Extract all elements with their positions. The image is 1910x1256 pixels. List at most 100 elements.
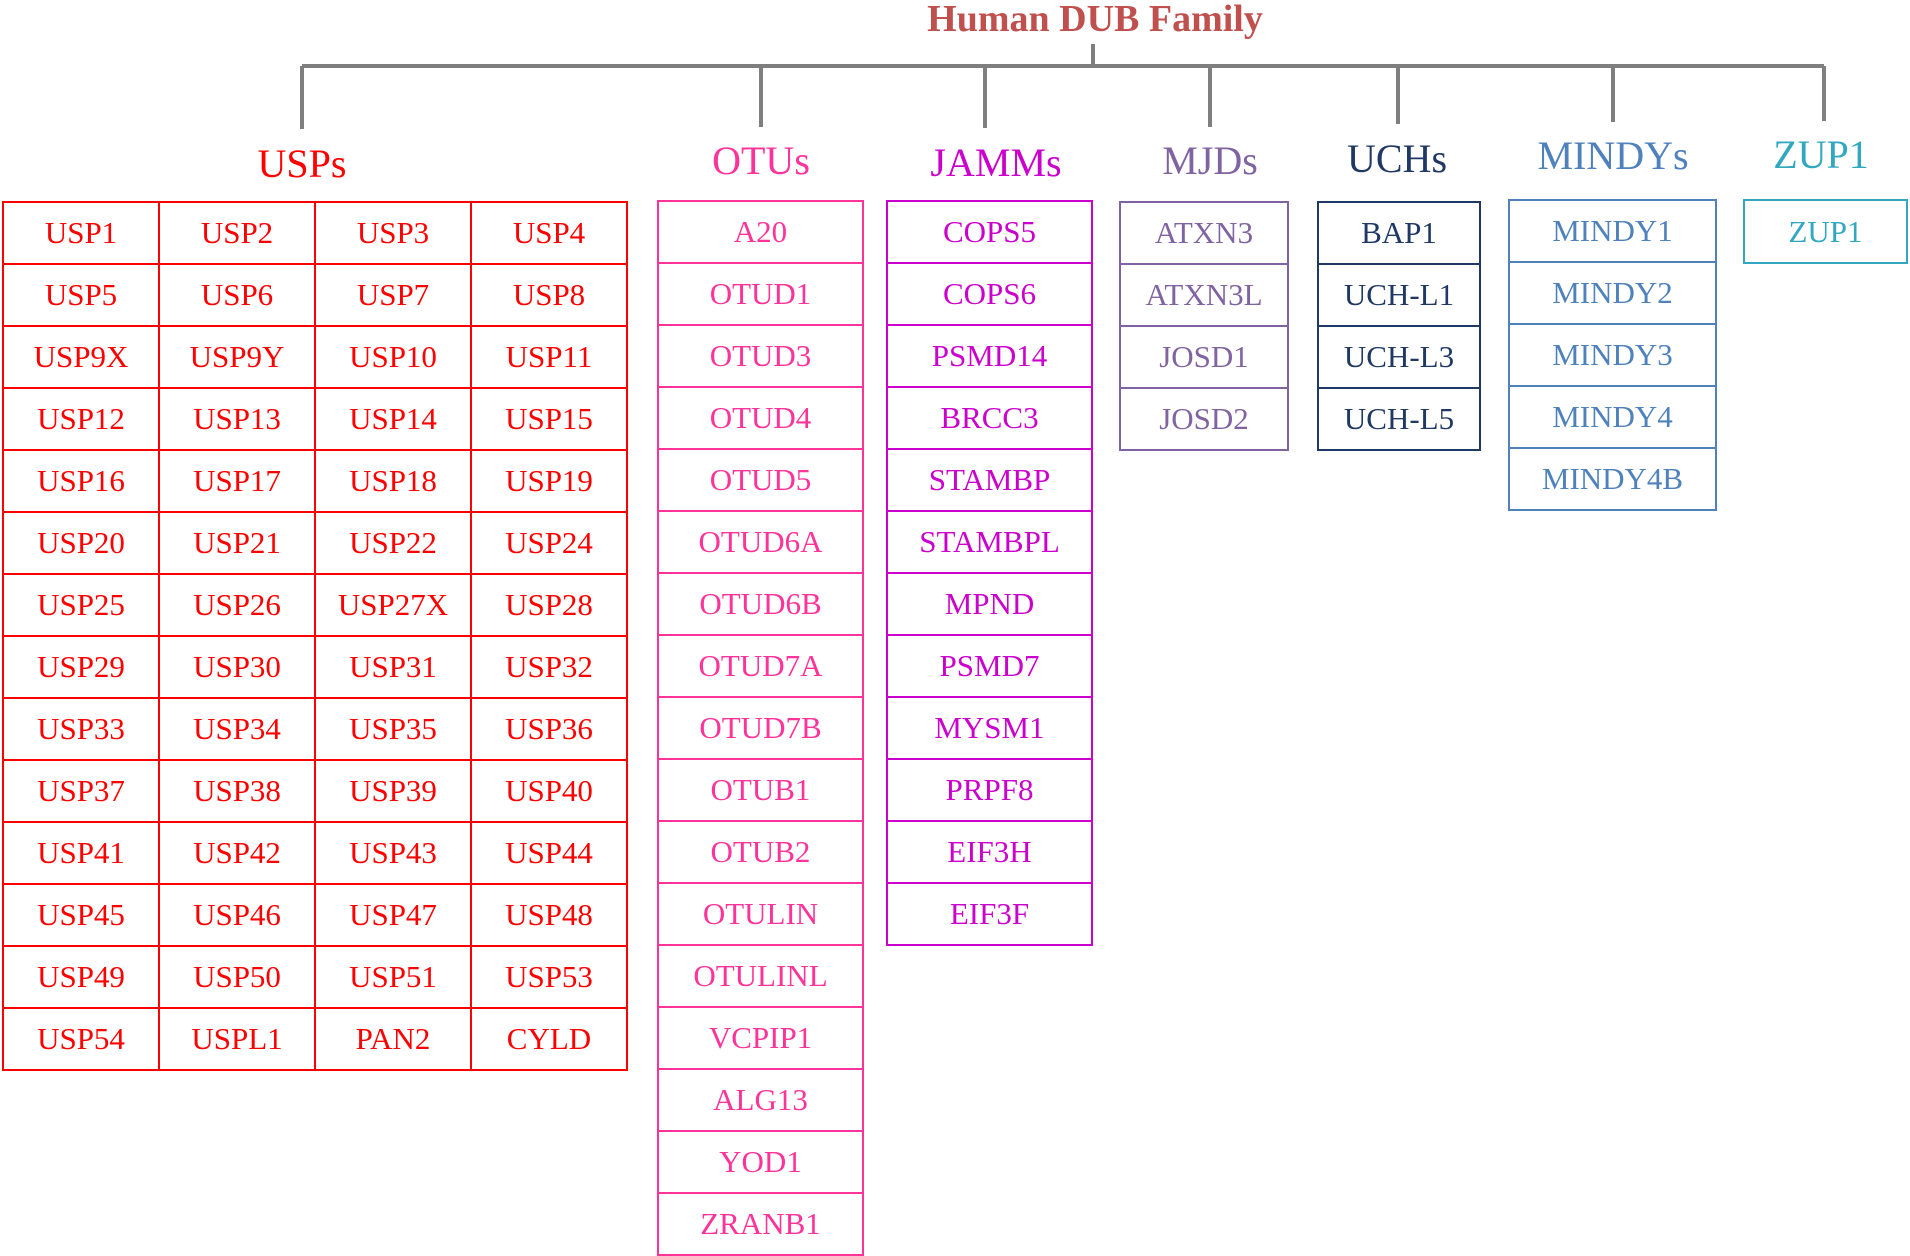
member-cell: USP41 xyxy=(4,823,160,885)
root-title: Human DUB Family xyxy=(927,0,1263,40)
member-cell: USP46 xyxy=(160,885,316,947)
family-title-jamms: JAMMs xyxy=(930,140,1062,185)
member-cell: OTUD6A xyxy=(659,512,864,574)
member-cell: USP50 xyxy=(160,947,316,1009)
member-cell: BAP1 xyxy=(1319,203,1481,265)
member-cell: JOSD1 xyxy=(1121,327,1289,389)
member-cell: USP17 xyxy=(160,451,316,513)
member-cell: USP14 xyxy=(316,389,472,451)
member-cell: USPL1 xyxy=(160,1009,316,1071)
member-cell: JOSD2 xyxy=(1121,389,1289,451)
member-cell: USP28 xyxy=(472,575,628,637)
member-cell: PAN2 xyxy=(316,1009,472,1071)
member-cell: OTUB1 xyxy=(659,760,864,822)
member-cell: OTULIN xyxy=(659,884,864,946)
member-cell: A20 xyxy=(659,202,864,264)
member-cell: EIF3F xyxy=(888,884,1093,946)
member-cell: OTUD5 xyxy=(659,450,864,512)
member-cell: ZUP1 xyxy=(1745,201,1908,264)
member-cell: ATXN3 xyxy=(1121,203,1289,265)
member-cell: OTUD6B xyxy=(659,574,864,636)
member-cell: USP5 xyxy=(4,265,160,327)
member-cell: ZRANB1 xyxy=(659,1194,864,1256)
member-cell: OTUD1 xyxy=(659,264,864,326)
member-cell: USP29 xyxy=(4,637,160,699)
member-cell: USP6 xyxy=(160,265,316,327)
member-cell: USP35 xyxy=(316,699,472,761)
member-cell: VCPIP1 xyxy=(659,1008,864,1070)
member-cell: USP9Y xyxy=(160,327,316,389)
member-cell: OTUB2 xyxy=(659,822,864,884)
member-cell: USP12 xyxy=(4,389,160,451)
member-cell: OTULINL xyxy=(659,946,864,1008)
member-cell: MINDY1 xyxy=(1510,201,1717,263)
member-cell: PSMD7 xyxy=(888,636,1093,698)
member-cell: USP11 xyxy=(472,327,628,389)
family-title-mjds: MJDs xyxy=(1162,138,1258,183)
member-cell: USP2 xyxy=(160,203,316,265)
member-cell: USP15 xyxy=(472,389,628,451)
member-cell: COPS5 xyxy=(888,202,1093,264)
member-cell: USP25 xyxy=(4,575,160,637)
member-cell: STAMBP xyxy=(888,450,1093,512)
family-title-zup1: ZUP1 xyxy=(1773,132,1869,177)
member-cell: MINDY4 xyxy=(1510,387,1717,449)
member-cell: USP40 xyxy=(472,761,628,823)
member-cell: USP45 xyxy=(4,885,160,947)
member-cell: USP7 xyxy=(316,265,472,327)
member-grid-zup1: ZUP1 xyxy=(1743,199,1908,264)
member-cell: CYLD xyxy=(472,1009,628,1071)
member-cell: OTUD3 xyxy=(659,326,864,388)
member-cell: USP34 xyxy=(160,699,316,761)
member-cell: BRCC3 xyxy=(888,388,1093,450)
member-cell: USP4 xyxy=(472,203,628,265)
member-cell: OTUD4 xyxy=(659,388,864,450)
member-cell: MINDY2 xyxy=(1510,263,1717,325)
member-cell: PSMD14 xyxy=(888,326,1093,388)
member-cell: USP38 xyxy=(160,761,316,823)
member-cell: UCH-L1 xyxy=(1319,265,1481,327)
member-cell: MINDY4B xyxy=(1510,449,1717,511)
member-cell: MYSM1 xyxy=(888,698,1093,760)
member-cell: MPND xyxy=(888,574,1093,636)
member-cell: USP43 xyxy=(316,823,472,885)
member-cell: USP33 xyxy=(4,699,160,761)
member-cell: USP18 xyxy=(316,451,472,513)
member-cell: USP10 xyxy=(316,327,472,389)
member-cell: USP13 xyxy=(160,389,316,451)
member-cell: USP3 xyxy=(316,203,472,265)
member-cell: USP22 xyxy=(316,513,472,575)
member-cell: USP1 xyxy=(4,203,160,265)
family-title-mindys: MINDYs xyxy=(1537,133,1689,178)
member-cell: USP31 xyxy=(316,637,472,699)
member-cell: EIF3H xyxy=(888,822,1093,884)
member-cell: USP30 xyxy=(160,637,316,699)
member-cell: USP21 xyxy=(160,513,316,575)
member-cell: OTUD7B xyxy=(659,698,864,760)
member-cell: USP37 xyxy=(4,761,160,823)
member-cell: USP24 xyxy=(472,513,628,575)
member-cell: UCH-L5 xyxy=(1319,389,1481,451)
member-cell: USP8 xyxy=(472,265,628,327)
member-cell: USP16 xyxy=(4,451,160,513)
member-cell: OTUD7A xyxy=(659,636,864,698)
member-cell: USP42 xyxy=(160,823,316,885)
member-cell: USP39 xyxy=(316,761,472,823)
member-cell: USP44 xyxy=(472,823,628,885)
member-cell: USP48 xyxy=(472,885,628,947)
member-cell: USP54 xyxy=(4,1009,160,1071)
member-cell: STAMBPL xyxy=(888,512,1093,574)
member-cell: ALG13 xyxy=(659,1070,864,1132)
member-cell: USP49 xyxy=(4,947,160,1009)
member-cell: USP47 xyxy=(316,885,472,947)
member-cell: USP51 xyxy=(316,947,472,1009)
member-cell: COPS6 xyxy=(888,264,1093,326)
family-title-uchs: UCHs xyxy=(1346,136,1448,181)
member-cell: USP19 xyxy=(472,451,628,513)
